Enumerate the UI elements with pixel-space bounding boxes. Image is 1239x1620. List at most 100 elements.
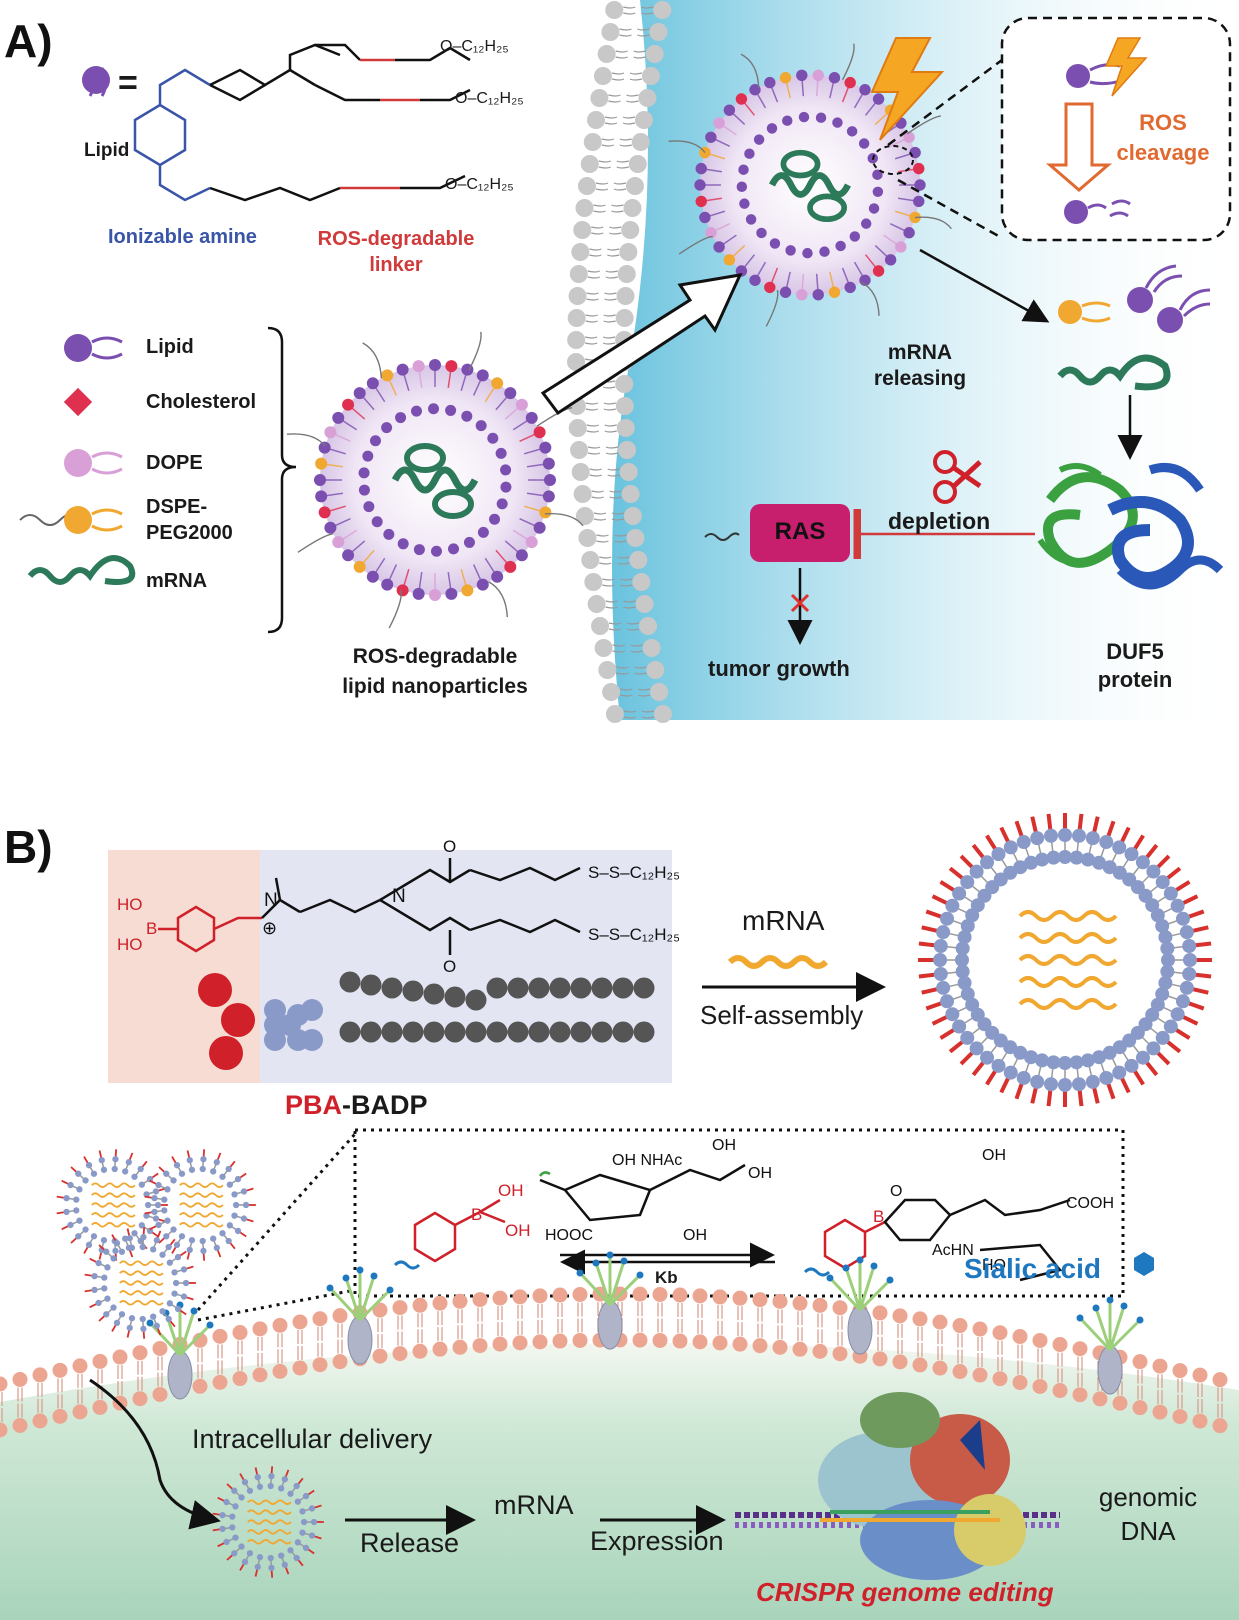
legend-cholesterol-label: Cholesterol bbox=[146, 391, 257, 413]
inner-head bbox=[170, 1177, 177, 1184]
badp-head-bead bbox=[287, 1004, 309, 1026]
outer-lipid-head bbox=[396, 363, 409, 376]
inner-head bbox=[1023, 1050, 1038, 1065]
outer-head bbox=[113, 1319, 121, 1326]
alkyl-tail-2: O–C₁₂H₂₅ bbox=[455, 90, 524, 107]
membrane-b-head bbox=[1112, 1395, 1128, 1411]
outer-head bbox=[936, 925, 951, 940]
tail-bead bbox=[339, 971, 361, 993]
crispr-complex-structure bbox=[735, 1392, 1060, 1580]
outer-lipid-head bbox=[844, 281, 856, 294]
outer-lipid-head bbox=[315, 490, 328, 503]
legend-cholesterol-icon bbox=[63, 387, 93, 417]
outer-head bbox=[98, 1157, 105, 1164]
membrane-b-head bbox=[272, 1363, 288, 1379]
outer-lipid-head bbox=[533, 521, 546, 534]
core-mrna-loop bbox=[807, 193, 848, 223]
mrna-releasing-line1: mRNA bbox=[887, 341, 953, 364]
self-assembly-label: Self-assembly bbox=[700, 1000, 864, 1030]
inner-head bbox=[118, 1248, 126, 1255]
membrane-b-head bbox=[752, 1292, 768, 1308]
outer-head bbox=[1135, 1050, 1150, 1065]
membrane-head bbox=[616, 419, 635, 437]
inner-head bbox=[1069, 1055, 1084, 1070]
encapsulated-mrna bbox=[1018, 910, 1118, 922]
outer-head bbox=[173, 1241, 181, 1248]
tail-bead bbox=[591, 977, 613, 999]
membrane-b-head bbox=[312, 1311, 328, 1327]
inner-lipid-head bbox=[819, 246, 830, 257]
outer-lipid-head bbox=[713, 117, 725, 129]
tail-bead bbox=[549, 1021, 571, 1043]
outer-head bbox=[1179, 980, 1194, 995]
sialic-terminal bbox=[1092, 1304, 1100, 1312]
inset-lightning-icon bbox=[1104, 37, 1148, 97]
outer-lipid-head bbox=[779, 286, 792, 298]
inner-head bbox=[299, 1508, 306, 1515]
outer-head bbox=[223, 1538, 230, 1546]
outer-head bbox=[1071, 1077, 1086, 1092]
membrane-b-head bbox=[232, 1325, 248, 1341]
tail-bead bbox=[549, 977, 571, 999]
outer-head bbox=[945, 1007, 960, 1022]
inner-head bbox=[164, 1186, 171, 1193]
outer-head bbox=[980, 855, 995, 870]
membrane-b-head bbox=[492, 1336, 508, 1352]
outer-lipid-head bbox=[342, 549, 355, 562]
inner-head bbox=[294, 1498, 301, 1505]
outer-lipid-head bbox=[476, 369, 489, 382]
outer-lipid-head bbox=[903, 227, 915, 239]
inset-lipid-cleaved bbox=[1064, 199, 1131, 224]
tail-bead bbox=[507, 1021, 529, 1043]
membrane-b-head bbox=[292, 1314, 308, 1330]
outer-head bbox=[940, 994, 955, 1009]
membrane-b-head bbox=[272, 1317, 288, 1333]
membrane-b-head bbox=[1012, 1329, 1028, 1345]
membrane-b-head bbox=[72, 1404, 88, 1420]
outer-head bbox=[152, 1188, 160, 1195]
encapsulated-mrna bbox=[91, 1192, 136, 1198]
outer-head bbox=[1146, 864, 1161, 879]
membrane-b-head bbox=[392, 1300, 408, 1316]
membrane-b-head bbox=[92, 1353, 108, 1369]
ester-ho: HO bbox=[982, 1257, 1006, 1274]
inner-head bbox=[100, 1237, 108, 1244]
membrane-b-head bbox=[232, 1371, 248, 1387]
membrane-b-head bbox=[0, 1376, 8, 1392]
outer-head bbox=[1058, 828, 1072, 842]
outer-head bbox=[213, 1244, 220, 1251]
membrane-b-head bbox=[332, 1308, 348, 1324]
outer-lipid-head bbox=[342, 398, 355, 411]
outer-head bbox=[969, 864, 984, 879]
membrane-b-head bbox=[932, 1360, 948, 1376]
membrane-b-head bbox=[832, 1300, 848, 1316]
inner-head bbox=[138, 1222, 145, 1229]
pba-bead bbox=[221, 1003, 255, 1037]
outer-head bbox=[152, 1215, 160, 1222]
inner-head bbox=[138, 1181, 145, 1188]
outer-lipid-head bbox=[749, 84, 761, 96]
sialic-oh-top: OH bbox=[712, 1137, 736, 1154]
inner-lipid-head bbox=[489, 513, 501, 525]
outer-lipid-head bbox=[318, 441, 331, 454]
membrane-b-head bbox=[0, 1422, 8, 1438]
outer-head bbox=[960, 1030, 975, 1045]
ras-box bbox=[750, 504, 850, 562]
outer-lipid-head bbox=[844, 76, 856, 89]
core-mrna-loop bbox=[432, 489, 474, 519]
membrane-b-head bbox=[292, 1360, 308, 1376]
membrane-head bbox=[631, 133, 650, 151]
membrane-b-head bbox=[1192, 1367, 1208, 1383]
membrane-head bbox=[632, 573, 651, 591]
tail-bead bbox=[360, 1021, 382, 1043]
outer-head bbox=[1179, 925, 1194, 940]
sialic-terminal bbox=[356, 1266, 364, 1274]
inner-lipid-head bbox=[753, 134, 765, 145]
membrane-head bbox=[653, 705, 672, 723]
membrane-b-head bbox=[632, 1332, 648, 1348]
inner-head bbox=[1092, 855, 1107, 870]
membrane-b-head bbox=[1052, 1337, 1068, 1353]
membrane-head bbox=[578, 529, 597, 547]
carbonyl-o-1: O bbox=[443, 837, 456, 856]
equals-sign: = bbox=[118, 64, 138, 102]
